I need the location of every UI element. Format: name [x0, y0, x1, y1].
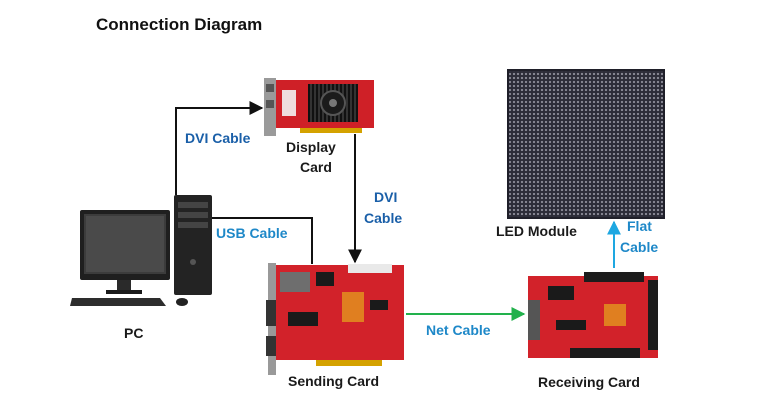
display-card-label-line1: Display — [286, 139, 336, 155]
display-card-icon — [264, 78, 374, 136]
led-module-icon — [507, 69, 665, 219]
sending-card-label: Sending Card — [288, 373, 379, 389]
sending-card-icon — [266, 263, 404, 375]
dvi-cable-line — [175, 101, 264, 195]
pc-icon — [70, 195, 212, 306]
dvi-cable-label: DVI Cable — [185, 130, 251, 146]
net-cable-label: Net Cable — [426, 322, 491, 338]
diagram-title: Connection Diagram — [96, 15, 262, 34]
led-module-label: LED Module — [496, 223, 577, 239]
usb-cable-line — [212, 217, 313, 264]
usb-cable-label: USB Cable — [216, 225, 288, 241]
receiving-card-label: Receiving Card — [538, 374, 640, 390]
flat-cable-label-line1: Flat — [627, 218, 652, 234]
dvi-cable-vertical-label-line2: Cable — [364, 210, 402, 226]
display-card-label-line2: Card — [300, 159, 332, 175]
dvi-cable-vertical-label-line1: DVI — [374, 189, 397, 205]
receiving-card-icon — [528, 272, 658, 358]
flat-cable-label-line2: Cable — [620, 239, 658, 255]
pc-label: PC — [124, 325, 143, 341]
